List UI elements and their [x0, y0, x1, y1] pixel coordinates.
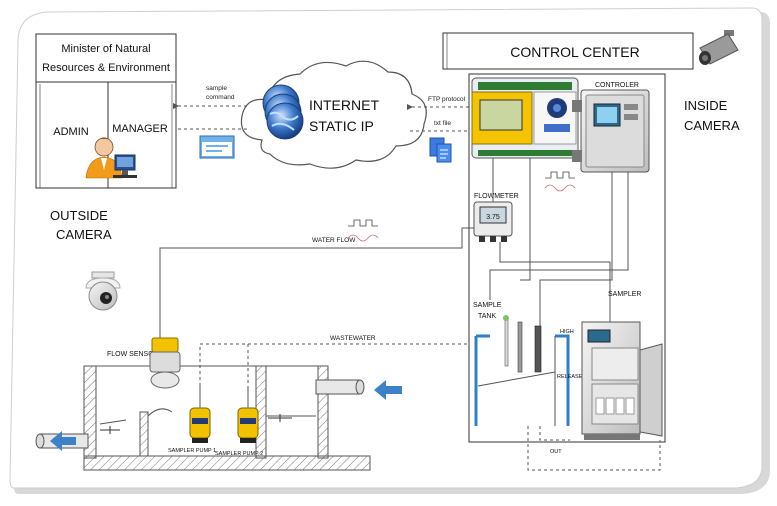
document-icon [429, 137, 452, 163]
controller-cabinet: CONTROLER [572, 82, 650, 173]
wastewater-label: WASTEWATER [330, 335, 376, 342]
admin-label: ADMIN [53, 126, 89, 138]
txt-file-label: txt file [434, 120, 451, 127]
wastewater-line: WASTEWATER [199, 335, 470, 386]
sample-command-line1: sample [206, 85, 227, 92]
outside-camera-line1: OUTSIDE [50, 208, 108, 223]
signal-waveform-icon [544, 171, 576, 192]
internet-cloud: INTERNET STATIC IP [240, 60, 427, 169]
data-logger-device [471, 77, 579, 159]
high-valve-label: HIGH [560, 329, 574, 335]
sampler-pump-2-icon [237, 386, 259, 443]
control-center-title: CONTROL CENTER [510, 44, 639, 60]
sampler-pump-2-label: SAMPLER PUMP 2 [215, 451, 263, 457]
static-ip-label: STATIC IP [309, 118, 374, 134]
outside-camera-line2: CAMERA [56, 227, 112, 242]
sample-tank: SAMPLE TANK HIGH RELEASE [473, 302, 583, 426]
outside-dome-camera-icon [85, 271, 121, 311]
control-center: CONTROL CENTER [442, 32, 694, 443]
manager-label: MANAGER [112, 123, 168, 135]
internet-controller-links: FTP protocol txt file [407, 96, 470, 132]
inlet-pipe [315, 379, 365, 395]
inside-camera-line2: CAMERA [684, 118, 740, 133]
inside-camera-line1: INSIDE [684, 98, 728, 113]
sample-tank-line1: SAMPLE [473, 302, 502, 309]
control-wiring [489, 158, 629, 330]
outlet-arrow-icon [50, 431, 76, 451]
sample-tank-line2: TANK [478, 313, 496, 320]
sampler-label: SAMPLER [608, 291, 641, 298]
globe-icon [262, 84, 304, 140]
sampler-pump-1-icon [189, 386, 211, 443]
ftp-protocol-label: FTP protocol [428, 96, 466, 103]
ministry-title-line2: Resources & Environment [42, 62, 170, 74]
flow-sensor-label: FLOW SENSOR [107, 351, 159, 358]
water-flow-label: WATER FLOW [312, 237, 356, 244]
tank-out-line: OUT [527, 426, 661, 471]
inside-camera-icon [699, 30, 739, 65]
ministry-title-line1: Minister of Natural [61, 43, 150, 55]
manager-person-icon [85, 137, 137, 179]
sampler-pump-1-label: SAMPLER PUMP 1 [168, 448, 216, 454]
out-label: OUT [550, 449, 562, 455]
water-flow-line: WATER FLOW [159, 219, 474, 338]
sample-command-line2: command [206, 94, 235, 101]
controler-label: CONTROLER [595, 82, 639, 89]
sampler-cabinet: SAMPLER [581, 291, 663, 440]
browser-window-icon [199, 135, 235, 159]
inlet-arrow-icon [374, 380, 402, 400]
flowmeter-label: FLOWMETER [474, 193, 519, 200]
ministry-internet-links: sample command [173, 85, 248, 130]
release-valve-label: RELEASE [557, 374, 583, 380]
flowmeter-device: FLOWMETER 3.75 [473, 193, 519, 242]
flow-sensor: FLOW SENSOR [107, 337, 181, 389]
flowmeter-reading: 3.75 [486, 214, 500, 221]
internet-label: INTERNET [309, 97, 379, 113]
